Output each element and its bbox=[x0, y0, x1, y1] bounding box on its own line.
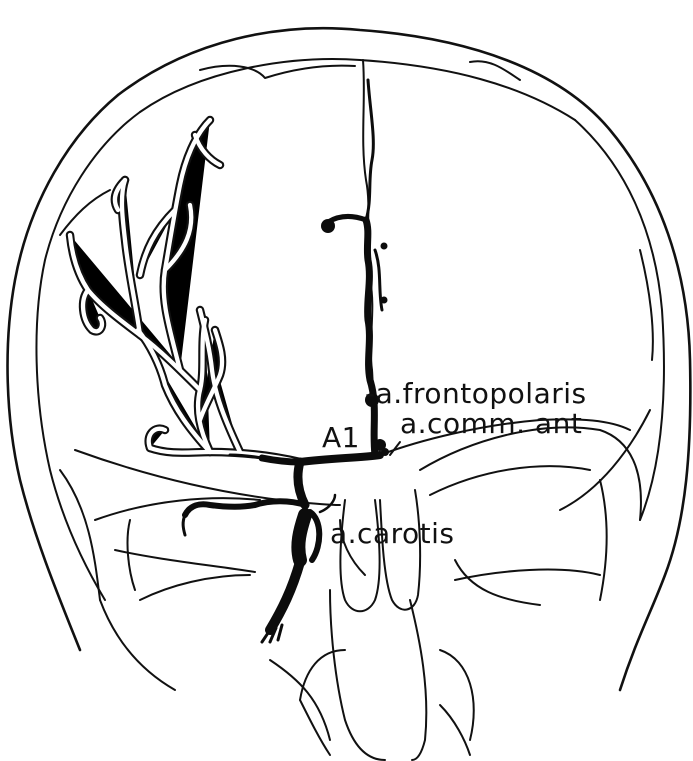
comm-ant-label: a.comm. ant bbox=[400, 410, 582, 438]
carotid-artery bbox=[183, 462, 335, 642]
orbits-face bbox=[60, 410, 650, 760]
frontopolaris-label: -a.frontopolaris bbox=[365, 380, 587, 408]
skull-outline bbox=[8, 28, 691, 690]
middle-cerebral-branches bbox=[70, 120, 300, 462]
carotis-label: a.carotis bbox=[330, 520, 454, 548]
a1-label: A1 bbox=[322, 424, 360, 452]
